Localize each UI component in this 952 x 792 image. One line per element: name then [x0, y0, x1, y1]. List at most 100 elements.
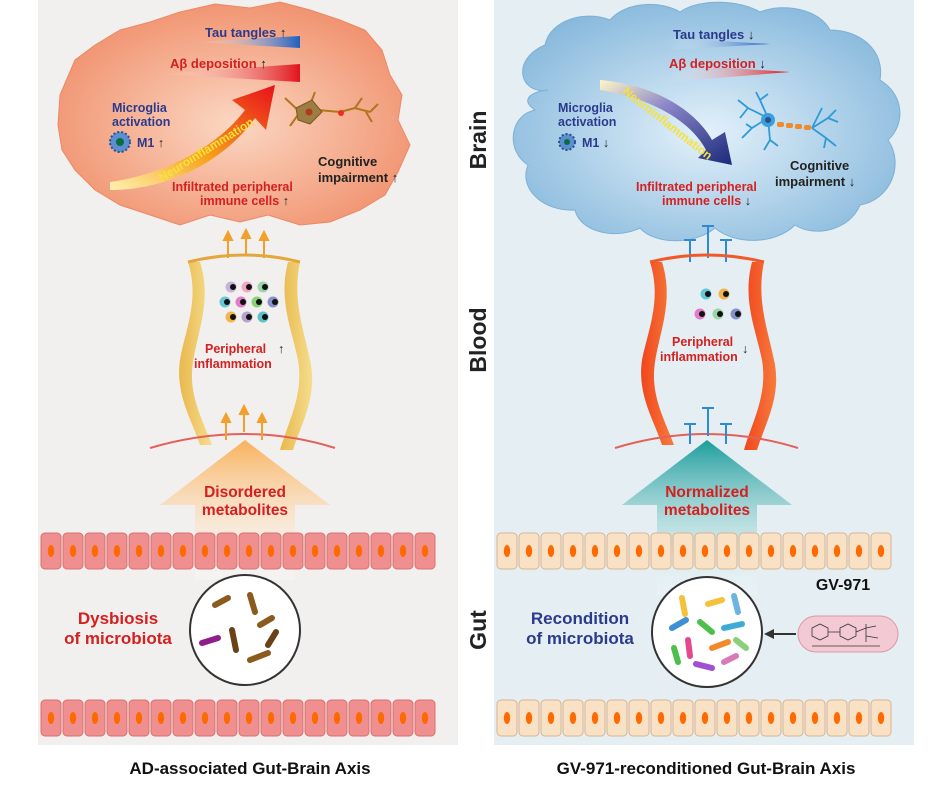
right-neuroinflammation-arrow [600, 80, 732, 165]
gut-cell-nucleus [355, 545, 363, 557]
gut-cell-nucleus [289, 545, 297, 557]
gut-cell-nucleus [613, 545, 621, 557]
left-vessel-bottom-membrane [149, 433, 336, 449]
left-infiltrated-label: Infiltrated peripheral [172, 180, 293, 194]
gut-cell-nucleus [135, 545, 143, 557]
right-healthy-neuron-icon [737, 91, 839, 151]
gut-cell-nucleus [635, 545, 643, 557]
gut-cell-nucleus [157, 545, 165, 557]
right-neuron-axon-myelin [777, 122, 811, 130]
gut-cell-nucleus [745, 545, 753, 557]
gut-cell-nucleus [179, 545, 187, 557]
left-abeta-wedge [160, 64, 300, 82]
gut-cell-nucleus [525, 712, 533, 724]
gut-cell-nucleus [767, 545, 775, 557]
right-blood-vessel-wall-right [744, 262, 777, 450]
left-neuron-lesion [338, 110, 344, 116]
gut-cell-nucleus [789, 545, 797, 557]
left-of-microbiota-label: of microbiota [64, 629, 172, 648]
left-brain-shape [57, 1, 411, 226]
right-recondition-label: Recondition [531, 609, 629, 628]
left-gut-epithelium-top [40, 532, 436, 570]
gut-cell-nucleus [69, 712, 77, 724]
gut-cell-nucleus [69, 545, 77, 557]
gut-cell-nucleus [377, 545, 385, 557]
section-label-gut: Gut [465, 610, 491, 650]
gut-cell-nucleus [833, 545, 841, 557]
right-peripheral-label: Peripheral [672, 335, 733, 349]
gut-cell-nucleus [547, 545, 555, 557]
gut-cell-nucleus [289, 712, 297, 724]
left-tau-wedge [195, 36, 300, 48]
drug-label: GV-971 [816, 577, 870, 594]
right-immune-cells-label: immune cells ↓ [662, 194, 751, 208]
left-microbiota-circle [189, 574, 301, 686]
left-microglia-cell-icon [109, 131, 131, 153]
right-bottom-blocked-arrows [684, 407, 732, 444]
gut-cell-nucleus [701, 712, 709, 724]
left-immune-up-arrow: ↑ [283, 194, 289, 208]
right-tau-wedge [668, 38, 770, 50]
right-tau-label: Tau tangles ↓ [673, 27, 754, 42]
right-caption: GV-971-reconditioned Gut-Brain Axis [557, 759, 856, 778]
gut-cell-nucleus [591, 545, 599, 557]
right-abeta-wedge [668, 64, 790, 82]
left-top-permeability-arrows [222, 227, 270, 258]
drug-structure-pill [797, 615, 899, 653]
gut-cell-nucleus [833, 712, 841, 724]
right-microbiota-circle [651, 576, 763, 688]
left-tau-up-arrow: ↑ [280, 25, 287, 40]
gut-cell-nucleus [701, 545, 709, 557]
left-peripheral-up-arrow: ↑ [278, 342, 284, 356]
gut-cell-nucleus [157, 712, 165, 724]
gut-cell-nucleus [179, 712, 187, 724]
gut-cell-nucleus [503, 545, 511, 557]
gut-cell-nucleus [201, 545, 209, 557]
gut-cell-nucleus [333, 545, 341, 557]
gut-cell-nucleus [113, 712, 121, 724]
gut-cell-nucleus [201, 712, 209, 724]
gut-cell-nucleus [377, 712, 385, 724]
right-top-blocked-arrows [684, 225, 732, 262]
left-inflammation-label: inflammation [194, 357, 272, 371]
gut-cell-nucleus [47, 545, 55, 557]
section-label-blood: Blood [465, 307, 491, 372]
left-damaged-neuron-icon [284, 91, 379, 127]
right-of-microbiota-label: of microbiota [526, 629, 634, 648]
left-m1-up-arrow: ↑ [158, 136, 164, 150]
gut-cell-nucleus [811, 712, 819, 724]
gut-cell-nucleus [113, 545, 121, 557]
gut-cell-nucleus [399, 712, 407, 724]
gut-cell-nucleus [569, 545, 577, 557]
right-activation-label: activation [558, 115, 616, 129]
right-inflammation-label: inflammation [660, 350, 738, 364]
gut-cell-nucleus [855, 712, 863, 724]
right-microglia-cell-icon [558, 133, 576, 151]
gut-cell-nucleus [311, 545, 319, 557]
left-gut-epithelium-bottom [40, 699, 436, 737]
right-peripheral-down-arrow: ↓ [742, 342, 748, 356]
gut-cell-nucleus [355, 712, 363, 724]
right-m1-down-arrow: ↓ [603, 136, 609, 150]
left-metabolites-label: metabolites [202, 502, 288, 519]
left-caption: AD-associated Gut-Brain Axis [129, 759, 370, 778]
gut-cell-nucleus [855, 545, 863, 557]
gut-cell-nucleus [657, 712, 665, 724]
right-abeta-label: Aβ deposition ↓ [669, 56, 766, 71]
left-vessel-top-membrane [187, 253, 301, 264]
right-immune-cells-cluster [694, 288, 742, 320]
right-gut-epithelium-bottom [496, 699, 892, 737]
left-activation-label: activation [112, 115, 170, 129]
right-brain-cloud [512, 1, 901, 242]
left-cognitive-label: Cognitive [318, 154, 377, 169]
gut-cell-nucleus [613, 712, 621, 724]
left-immune-cells-label: immune cells ↑ [200, 194, 289, 208]
right-normalized-label: Normalized [665, 484, 749, 501]
gut-cell-nucleus [679, 712, 687, 724]
gut-cell-nucleus [877, 712, 885, 724]
gut-cell-nucleus [591, 712, 599, 724]
gut-cell-nucleus [267, 712, 275, 724]
right-abeta-down-arrow: ↓ [759, 56, 766, 71]
gut-cell-nucleus [267, 545, 275, 557]
